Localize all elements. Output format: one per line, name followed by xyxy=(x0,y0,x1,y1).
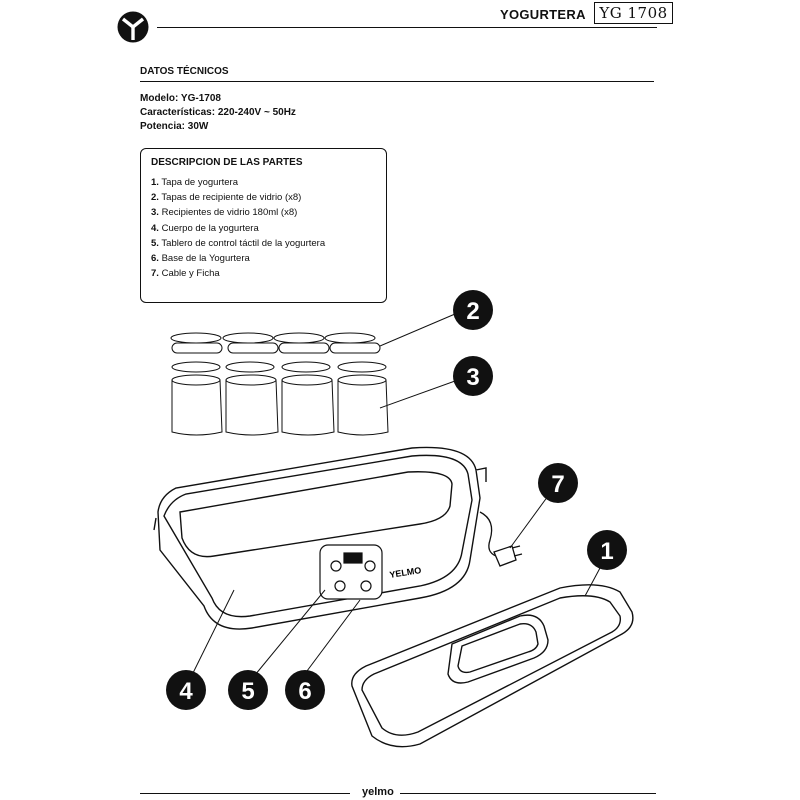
callout-2: 2 xyxy=(453,290,493,330)
part-label: Cable y Ficha xyxy=(158,268,220,280)
parts-title: DESCRIPCION DE LAS PARTES xyxy=(151,157,303,168)
yelmo-logo-icon xyxy=(117,11,149,43)
header-rule xyxy=(157,27,657,28)
spec-characteristics: Características: 220-240V ~ 50Hz xyxy=(140,107,296,118)
callout-7: 7 xyxy=(538,463,578,503)
callout-5: 5 xyxy=(228,670,268,710)
control-panel xyxy=(319,544,383,600)
model-badge: YG 1708 xyxy=(594,2,673,24)
callout-1: 1 xyxy=(587,530,627,570)
callout-3-label: 3 xyxy=(466,364,479,391)
callout-7-label: 7 xyxy=(551,471,564,498)
part-label: Tapa de yogurtera xyxy=(158,177,238,188)
callout-2-label: 2 xyxy=(466,298,479,325)
callout-1-label: 1 xyxy=(600,538,613,565)
callout-4-label: 4 xyxy=(179,678,193,705)
cable-and-plug xyxy=(479,511,523,567)
callout-5-label: 5 xyxy=(241,678,254,705)
part-label: Tablero de control táctil de la yogurter… xyxy=(158,237,326,249)
jar-lids-group xyxy=(170,332,381,354)
yogurt-maker-body xyxy=(153,446,487,630)
callout-6: 6 xyxy=(285,670,325,710)
footer-rule-left xyxy=(140,793,350,794)
specs-heading: DATOS TÉCNICOS xyxy=(140,66,229,77)
device-brand-label: YELMO xyxy=(389,565,422,580)
leader-lines xyxy=(191,313,601,676)
spec-power: Potencia: 30W xyxy=(140,121,209,132)
list-item: 4. Cuerpo de la yogurtera xyxy=(151,221,325,236)
part-number: 5. xyxy=(151,237,159,249)
specs-rule xyxy=(140,81,654,82)
page-title: YOGURTERA xyxy=(500,7,586,22)
list-item: 3. Recipientes de vidrio 180ml (x8) xyxy=(151,205,325,220)
spec-model: Modelo: YG-1708 xyxy=(140,93,221,104)
list-item: 5. Tablero de control táctil de la yogur… xyxy=(151,236,325,251)
part-label: Base de la Yogurtera xyxy=(158,253,250,265)
list-item: 2. Tapas de recipiente de vidrio (x8) xyxy=(151,190,325,205)
part-label: Cuerpo de la yogurtera xyxy=(158,222,259,234)
list-item: 1. Tapa de yogurtera xyxy=(151,175,325,190)
list-item: 7. Cable y Ficha xyxy=(151,266,325,281)
part-number: 2. xyxy=(151,192,159,204)
callout-3: 3 xyxy=(453,356,493,396)
part-number: 3. xyxy=(151,207,159,219)
part-number: 7. xyxy=(151,268,159,280)
part-number: 1. xyxy=(151,177,159,188)
footer-rule-right xyxy=(400,793,656,794)
part-number: 6. xyxy=(151,253,159,265)
yogurt-maker-lid xyxy=(351,584,634,748)
part-number: 4. xyxy=(151,222,159,234)
part-label: Recipientes de vidrio 180ml (x8) xyxy=(158,207,298,219)
callout-4: 4 xyxy=(166,670,206,710)
list-item: 6. Base de la Yogurtera xyxy=(151,251,325,266)
part-label: Tapas de recipiente de vidrio (x8) xyxy=(158,192,302,204)
parts-box: DESCRIPCION DE LAS PARTES 1. Tapa de yog… xyxy=(140,148,387,303)
glass-jars-group xyxy=(171,361,389,436)
footer-brand: yelmo xyxy=(362,786,394,798)
callout-6-label: 6 xyxy=(298,678,311,705)
parts-list: 1. Tapa de yogurtera 2. Tapas de recipie… xyxy=(151,175,325,281)
